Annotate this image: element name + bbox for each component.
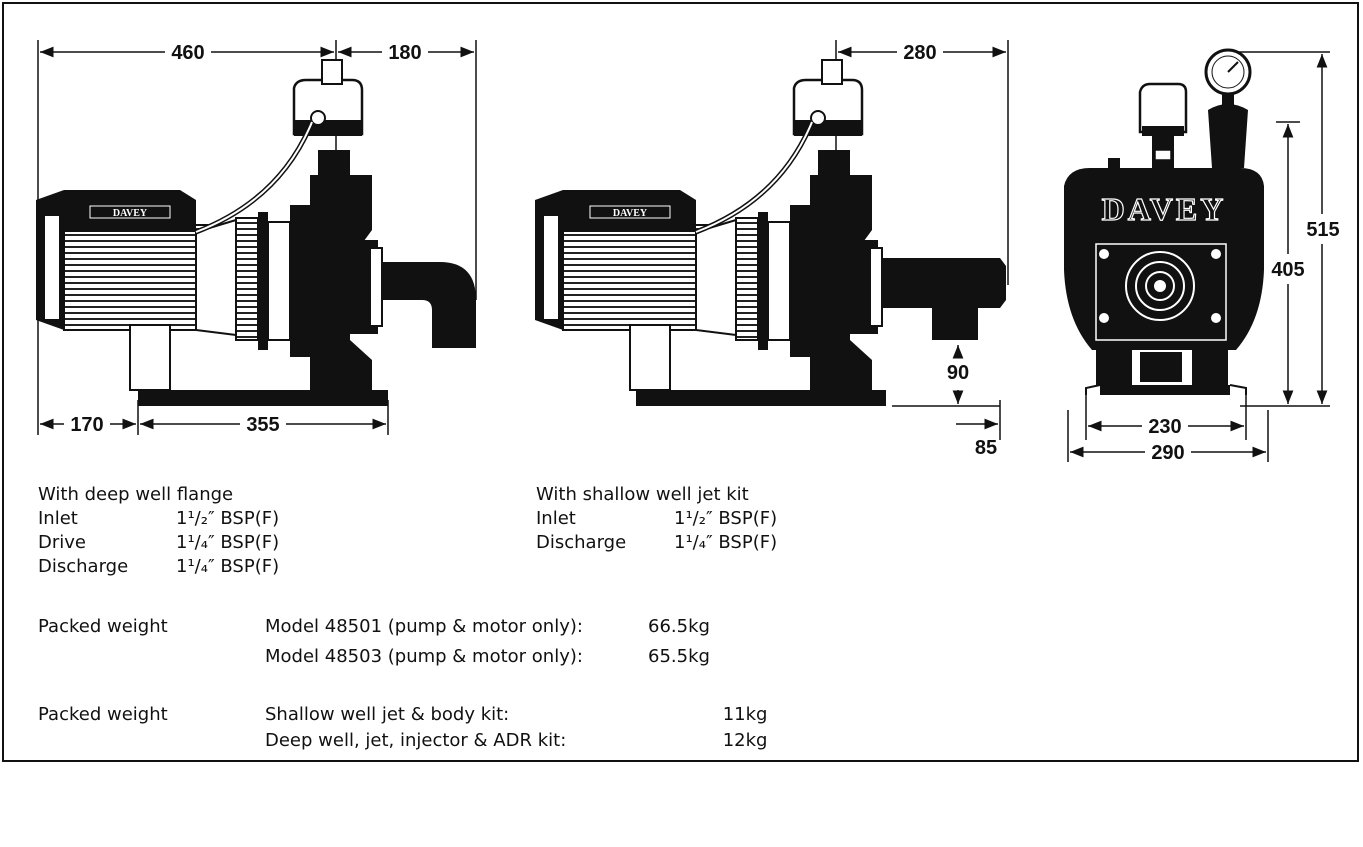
packed-weight-pump: Packed weight Model 48501 (pump & motor …	[38, 615, 710, 759]
weight-value-deep-kit: 12kg	[722, 730, 768, 751]
shallow-well-inlet-label: Inlet	[536, 508, 576, 529]
brand-label-side-2: DAVEY	[613, 208, 648, 219]
dim-355: 355	[246, 414, 279, 436]
weight-item-shallow-kit: Shallow well jet & body kit:	[265, 704, 510, 725]
deep-well-drive-label: Drive	[38, 532, 86, 553]
packed-weight-label-2: Packed weight	[38, 704, 168, 725]
dim-460: 460	[171, 42, 204, 64]
weight-item-48503: Model 48503 (pump & motor only):	[265, 646, 583, 667]
weight-value-48503: 65.5kg	[648, 646, 710, 667]
dim-515: 515	[1306, 219, 1339, 241]
shallow-well-heading: With shallow well jet kit	[536, 484, 749, 505]
shallow-well-discharge-label: Discharge	[536, 532, 627, 553]
dim-180: 180	[388, 42, 421, 64]
deep-well-inlet-label: Inlet	[38, 508, 78, 529]
dim-230: 230	[1148, 416, 1181, 438]
shallow-well-inlet-value: 1¹/₂″ BSP(F)	[674, 508, 778, 529]
dim-85: 85	[975, 437, 997, 459]
brand-label-front: DAVEY	[1102, 191, 1227, 227]
packed-weight-kits: Packed weight Shallow well jet & body ki…	[38, 703, 767, 847]
weight-item-48501: Model 48501 (pump & motor only):	[265, 616, 583, 637]
deep-well-discharge-label: Discharge	[38, 556, 129, 577]
dim-290: 290	[1151, 442, 1184, 464]
weight-item-deep-kit: Deep well, jet, injector & ADR kit:	[265, 730, 567, 751]
weight-value-48501: 66.5kg	[648, 616, 710, 637]
dim-405: 405	[1271, 259, 1304, 281]
shallow-well-specs: With shallow well jet kit Inlet 1¹/₂″ BS…	[536, 483, 777, 627]
deep-well-discharge-value: 1¹/₄″ BSP(F)	[176, 556, 280, 577]
pump-side-view-shallow-well	[535, 40, 1009, 440]
dim-90: 90	[947, 362, 969, 384]
deep-well-specs: With deep well flange Inlet 1¹/₂″ BSP(F)…	[38, 483, 279, 675]
dim-280: 280	[903, 42, 936, 64]
packed-weight-label-1: Packed weight	[38, 616, 168, 637]
dim-170: 170	[70, 414, 103, 436]
dimension-drawing: 460 180 280 170 355 90 85 515 405 230 29…	[36, 40, 1340, 464]
pump-front-view	[1064, 48, 1338, 464]
deep-well-inlet-value: 1¹/₂″ BSP(F)	[176, 508, 280, 529]
shallow-well-discharge-value: 1¹/₄″ BSP(F)	[674, 532, 778, 553]
deep-well-drive-value: 1¹/₄″ BSP(F)	[176, 532, 280, 553]
weight-value-shallow-kit: 11kg	[722, 704, 768, 725]
pump-side-view-deep-well	[36, 40, 477, 436]
deep-well-heading: With deep well flange	[38, 484, 234, 505]
brand-label-side-1: DAVEY	[113, 208, 148, 219]
